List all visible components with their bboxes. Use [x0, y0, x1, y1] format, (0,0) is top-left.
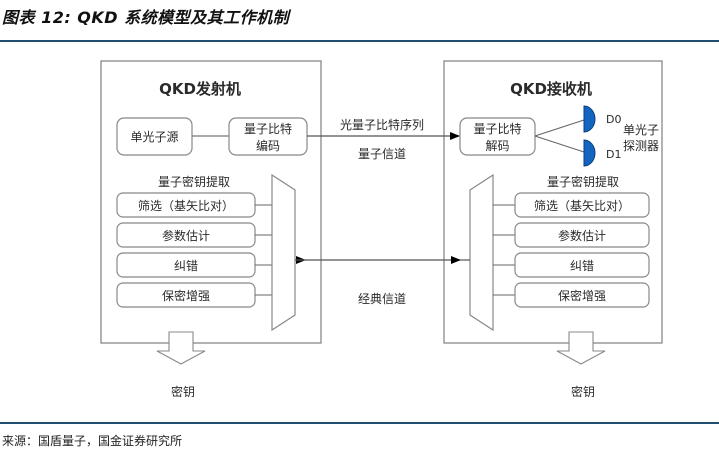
quantum-channel-label: 量子信道	[358, 147, 406, 161]
detector-label-line2: 探测器	[623, 139, 659, 153]
figure-title: 图表 12: QKD 系统模型及其工作机制	[2, 8, 290, 27]
tx-key-output-arrow	[156, 331, 206, 365]
decoder-label-line2: 解码	[485, 139, 509, 153]
title-rule	[0, 40, 719, 42]
tx-key-extraction-title: 量子密钥提取	[158, 174, 230, 189]
tx-step-privacy-amplification: 保密增强	[162, 288, 210, 303]
rx-step-parameter-estimation: 参数估计	[558, 228, 606, 243]
encoder-label-line2: 编码	[256, 138, 280, 153]
encoder-label-line1: 量子比特	[244, 121, 292, 136]
detector-d1-label: D1	[606, 148, 621, 161]
rx-step-box	[514, 192, 650, 218]
detector-d0-label: D0	[606, 113, 621, 126]
detector-d1-icon	[583, 139, 596, 167]
classical-channel-label: 经典信道	[358, 292, 406, 306]
decoder-to-d1-line	[534, 135, 585, 153]
tx-step-sifting: 筛选（基矢比对）	[138, 198, 234, 213]
decoder-to-d0-line	[534, 119, 585, 137]
detector-d0-icon	[583, 105, 596, 133]
rx-step-box	[514, 252, 650, 278]
tx-key-output-label: 密钥	[171, 384, 195, 399]
decoder-label-line1: 量子比特	[473, 121, 521, 136]
rx-key-output-label: 密钥	[571, 384, 595, 399]
footer-rule	[0, 422, 719, 424]
quantum-signal-label: 光量子比特序列	[340, 117, 424, 132]
detector-label-line1: 单光子	[623, 123, 659, 137]
single-photon-source-label: 单光子源	[130, 130, 178, 144]
tx-multiplexer	[271, 173, 296, 332]
receiver-title: QKD接收机	[510, 80, 592, 98]
rx-steps: 筛选（基矢比对） 参数估计 纠错 保密增强	[514, 192, 650, 308]
rx-key-extraction-title: 量子密钥提取	[547, 174, 619, 189]
rx-step-sifting: 筛选（基矢比对）	[534, 198, 630, 213]
rx-step-error-correction: 纠错	[570, 259, 594, 273]
figure-source: 来源：国盾量子，国金证券研究所	[2, 434, 183, 448]
tx-step-error-correction: 纠错	[174, 259, 198, 273]
tx-steps: 筛选（基矢比对） 参数估计 纠错 保密增强	[116, 192, 256, 308]
rx-key-output-arrow	[556, 331, 606, 365]
rx-step-box	[514, 282, 650, 308]
tx-step-parameter-estimation: 参数估计	[162, 228, 210, 243]
rx-step-box	[514, 222, 650, 248]
rx-multiplexer	[469, 173, 494, 332]
rx-step-privacy-amplification: 保密增强	[558, 288, 606, 303]
transmitter-title: QKD发射机	[159, 80, 241, 98]
